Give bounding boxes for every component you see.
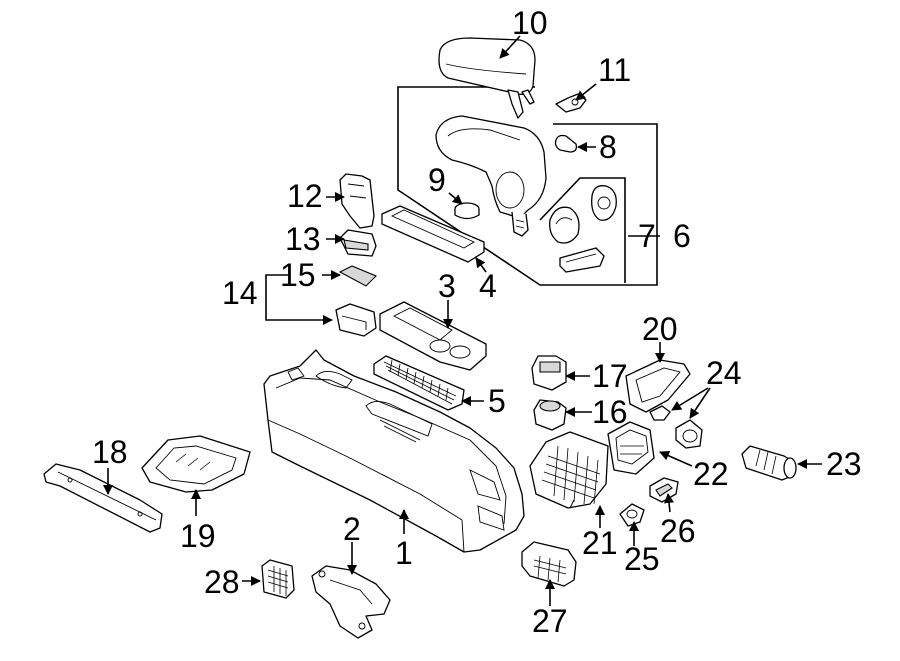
callout-15: 15 bbox=[280, 257, 316, 293]
callout-6: 6 bbox=[673, 218, 691, 254]
callout-11: 11 bbox=[598, 52, 631, 88]
part-mat-15 bbox=[338, 265, 377, 287]
part-armrest-housing bbox=[435, 115, 547, 237]
part-socket-25 bbox=[619, 503, 645, 527]
callout-23: 23 bbox=[826, 446, 862, 482]
callout-13: 13 bbox=[285, 221, 321, 257]
callout-1: 1 bbox=[395, 535, 413, 571]
part-switch-13 bbox=[339, 229, 377, 257]
part-console-1 bbox=[263, 349, 525, 553]
callout-17: 17 bbox=[592, 358, 628, 394]
part-bracket-12 bbox=[339, 173, 375, 229]
part-lighter-23 bbox=[741, 445, 797, 481]
part-trim-strip-18 bbox=[43, 463, 163, 533]
callout-2: 2 bbox=[343, 511, 361, 547]
group-box-7 bbox=[539, 177, 626, 283]
callout-20: 20 bbox=[642, 311, 678, 347]
callout-14: 14 bbox=[222, 275, 258, 311]
callout-8: 8 bbox=[599, 129, 617, 165]
leader-lines bbox=[103, 35, 822, 606]
part-vent-22 bbox=[607, 421, 655, 475]
part-connector-26 bbox=[649, 477, 679, 503]
callout-12: 12 bbox=[287, 178, 323, 214]
part-grille-28 bbox=[261, 559, 295, 599]
part-tray-14 bbox=[335, 303, 377, 337]
part-hinge-clip bbox=[555, 93, 587, 113]
part-knob-17 bbox=[531, 355, 567, 391]
callout-25: 25 bbox=[624, 541, 660, 577]
part-storage-bin-3 bbox=[379, 301, 487, 371]
part-mat-19 bbox=[141, 435, 251, 493]
callout-28: 28 bbox=[204, 564, 240, 600]
callout-10: 10 bbox=[512, 5, 548, 41]
part-vent-21 bbox=[529, 431, 609, 509]
callout-22: 22 bbox=[693, 456, 729, 492]
callout-labels: 10 11 8 9 7 6 12 13 15 14 4 3 5 1 2 28 1… bbox=[92, 5, 862, 639]
part-knob-16 bbox=[533, 399, 567, 431]
part-bracket-2 bbox=[311, 565, 391, 639]
callout-16: 16 bbox=[592, 394, 628, 430]
part-clip-8 bbox=[554, 134, 578, 153]
part-cup-holder-set bbox=[549, 185, 617, 273]
callout-19: 19 bbox=[180, 518, 216, 554]
callout-5: 5 bbox=[488, 383, 506, 419]
callout-21: 21 bbox=[582, 525, 618, 561]
part-module-27 bbox=[521, 541, 577, 587]
callout-18: 18 bbox=[92, 434, 128, 470]
part-plug-9 bbox=[454, 202, 480, 220]
callout-27: 27 bbox=[532, 603, 568, 639]
callout-4: 4 bbox=[479, 268, 497, 304]
part-tray-cover-4 bbox=[381, 205, 485, 263]
callout-26: 26 bbox=[660, 513, 696, 549]
callout-7: 7 bbox=[638, 218, 656, 254]
group-box-6 bbox=[397, 86, 658, 286]
callout-9: 9 bbox=[428, 162, 446, 198]
callout-24: 24 bbox=[706, 355, 742, 391]
part-armrest-lid bbox=[438, 37, 536, 119]
callout-3: 3 bbox=[438, 268, 456, 304]
part-clips-24 bbox=[649, 405, 703, 449]
